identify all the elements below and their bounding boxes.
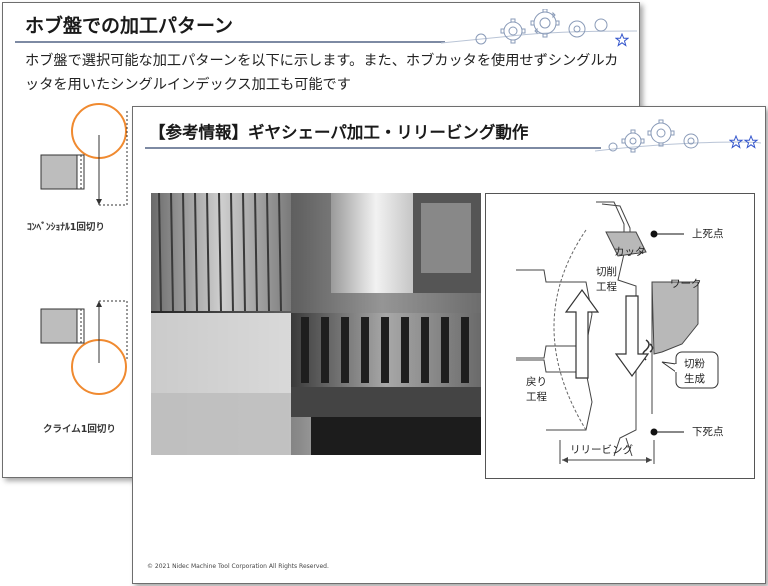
title-underline: [15, 41, 445, 43]
label-climb-cut: クライム1回切り: [43, 424, 116, 435]
climb-cut-diagram: [40, 300, 128, 395]
label-bottom-dead-center: 下死点: [692, 426, 724, 438]
label-cutter: カッタ: [614, 246, 646, 258]
label-top-dead-center: 上死点: [692, 228, 724, 240]
conventional-cut-diagram: [40, 103, 128, 206]
gear-decoration-icon: [595, 119, 761, 153]
label-chip-1: 切粉: [684, 358, 705, 370]
star-icon: [729, 135, 759, 149]
slide-description: ホブ盤で選択可能な加工パターンを以下に示します。また、ホブカッタを使用せずシング…: [25, 53, 619, 93]
star-icon: [615, 33, 629, 47]
title-underline: [145, 147, 601, 149]
label-conventional-cut: ｺﾝﾍﾞﾝｼｮﾅﾙ1回切り: [27, 222, 105, 233]
relieving-motion-diagram: 上死点 カッタ 切削 工程 ワーク 切粉 生成 戻り 工程 下死点 リリービング: [485, 193, 755, 479]
gear-decoration-icon: [441, 9, 637, 45]
label-return-stroke-2: 工程: [526, 391, 547, 403]
label-work: ワーク: [670, 278, 702, 290]
gear-shaping-photo: [151, 193, 481, 455]
label-cutting-stroke-1: 切削: [596, 266, 617, 278]
label-relieving: リリービング: [570, 444, 633, 456]
slide-title: 【参考情報】ギヤシェーパ加工・リリービング動作: [149, 123, 529, 142]
label-cutting-stroke-2: 工程: [596, 281, 617, 293]
copyright-notice: © 2021 Nidec Machine Tool Corporation Al…: [147, 563, 329, 570]
slide-gear-shaper-relieving: 【参考情報】ギヤシェーパ加工・リリービング動作: [132, 106, 766, 584]
label-chip-2: 生成: [684, 373, 705, 385]
label-return-stroke-1: 戻り: [526, 376, 547, 388]
slide-title: ホブ盤での加工パターン: [25, 15, 234, 37]
